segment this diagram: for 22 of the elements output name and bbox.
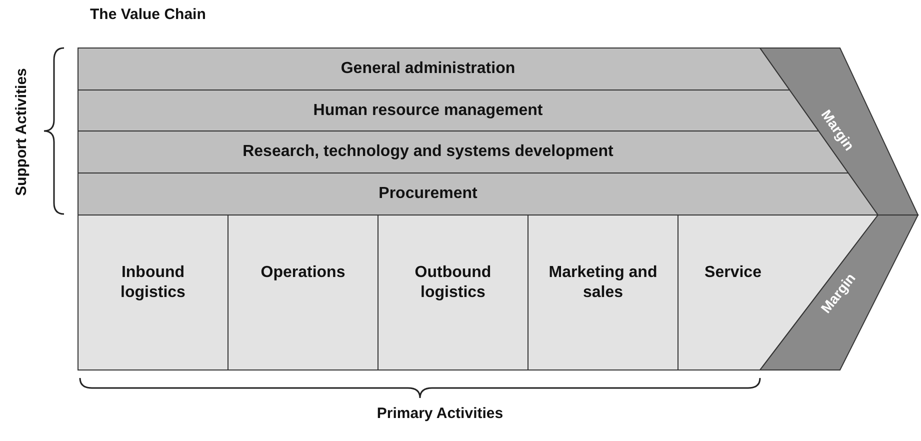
activity-label: Operations bbox=[260, 263, 346, 283]
brace-label: Primary Activities bbox=[376, 404, 504, 424]
activity-label: Inbound logistics bbox=[120, 263, 186, 303]
support-activity-band bbox=[78, 90, 819, 131]
activity-label: Research, technology and systems development bbox=[242, 142, 614, 162]
margin-band bbox=[760, 215, 918, 370]
support-activity-band bbox=[78, 48, 790, 90]
activity-label: Outbound logistics bbox=[414, 263, 492, 303]
support-activity-band bbox=[78, 173, 878, 215]
primary-activity-box bbox=[678, 215, 878, 370]
primary-activity-box bbox=[528, 215, 678, 370]
activity-label: General administration bbox=[340, 59, 516, 79]
activity-label: Procurement bbox=[378, 184, 478, 204]
activity-label: Service bbox=[704, 263, 762, 283]
diagram-title: The Value Chain bbox=[90, 5, 206, 25]
primary-activity-box bbox=[228, 215, 378, 370]
margin-band bbox=[760, 48, 918, 215]
activity-label: Human resource management bbox=[312, 100, 544, 120]
primary-activity-box bbox=[78, 215, 228, 370]
primary-activity-box bbox=[378, 215, 528, 370]
activity-label: Marketing and sales bbox=[548, 263, 658, 303]
brace-label: Support Activities bbox=[12, 67, 31, 198]
